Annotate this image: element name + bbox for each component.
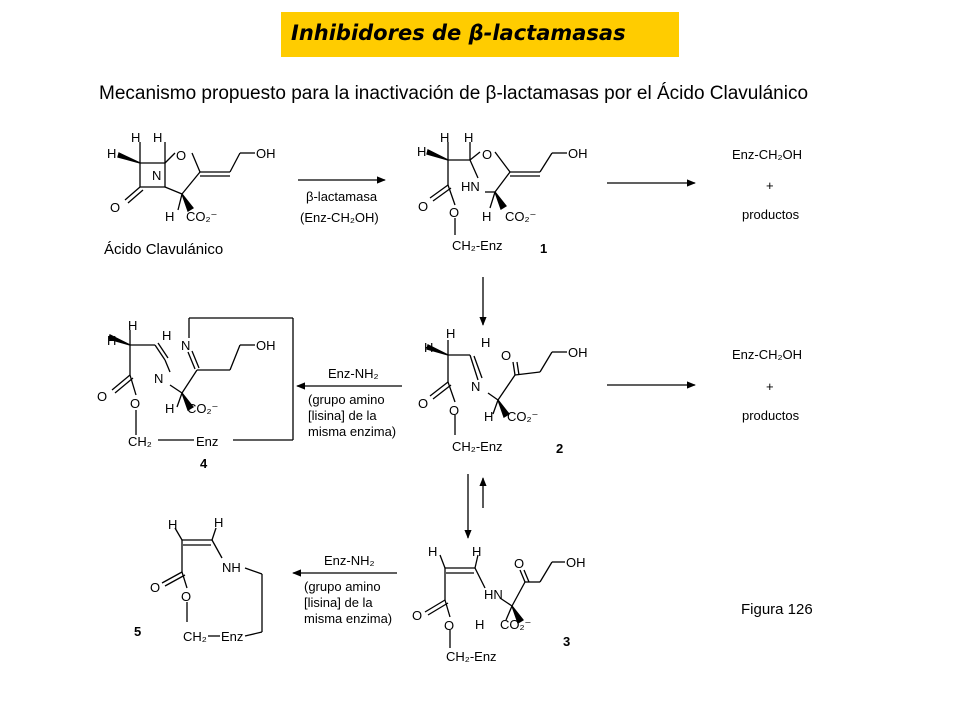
atom-hn: HN bbox=[461, 179, 480, 194]
compound-1-number: 1 bbox=[540, 241, 547, 256]
reagent-note-line3: misma enzima) bbox=[308, 424, 396, 439]
compound-2-number: 2 bbox=[556, 441, 563, 456]
ch2-enz-label: CH₂-Enz bbox=[446, 649, 497, 664]
ch2-enz-label: CH₂-Enz bbox=[452, 238, 503, 253]
atom-h: H bbox=[475, 617, 484, 632]
atom-h: H bbox=[482, 209, 491, 224]
atom-o: O bbox=[449, 403, 459, 418]
atom-o: O bbox=[449, 205, 459, 220]
atom-o: O bbox=[514, 556, 524, 571]
atom-h: H bbox=[428, 544, 437, 559]
carboxylate-label: CO₂⁻ bbox=[505, 209, 536, 224]
carboxylate-label: CO₂⁻ bbox=[500, 617, 531, 632]
ch2-enz-label: CH₂-Enz bbox=[452, 439, 503, 454]
reagent-enz-ch2oh: (Enz-CH₂OH) bbox=[300, 210, 379, 225]
atom-h: H bbox=[165, 209, 174, 224]
atom-nh: NH bbox=[222, 560, 241, 575]
atom-hn: HN bbox=[484, 587, 503, 602]
atom-h: H bbox=[162, 328, 171, 343]
compound-2-structure bbox=[426, 340, 567, 435]
atom-oh: OH bbox=[566, 555, 586, 570]
reagent-note-line1: (grupo amino bbox=[304, 579, 381, 594]
ch2-label: CH₂ bbox=[183, 629, 207, 644]
reagent-note-line2: [lisina] de la bbox=[308, 408, 377, 423]
atom-n: N bbox=[154, 371, 163, 386]
atom-h: H bbox=[440, 130, 449, 145]
atom-h: H bbox=[168, 517, 177, 532]
atom-oh: OH bbox=[256, 146, 276, 161]
atom-o: O bbox=[418, 199, 428, 214]
products-2-enz-ch2oh: Enz-CH₂OH bbox=[732, 347, 802, 362]
clavulanic-acid-name: Ácido Clavulánico bbox=[104, 241, 223, 258]
atom-h: H bbox=[131, 130, 140, 145]
reagent-note-line3: misma enzima) bbox=[304, 611, 392, 626]
atom-o: O bbox=[97, 389, 107, 404]
atom-h: H bbox=[128, 318, 137, 333]
atom-h: H bbox=[481, 335, 490, 350]
compound-4-number: 4 bbox=[200, 456, 208, 471]
atom-oh: OH bbox=[256, 338, 276, 353]
atom-h: H bbox=[153, 130, 162, 145]
slide-title-banner: Inhibidores de β-lactamasas bbox=[281, 12, 679, 57]
ch2-label: CH₂ bbox=[128, 434, 152, 449]
compound-4-structure bbox=[108, 317, 294, 441]
atom-o: O bbox=[482, 147, 492, 162]
products-1-enz-ch2oh: Enz-CH₂OH bbox=[732, 147, 802, 162]
figure-label: Figura 126 bbox=[741, 601, 813, 618]
atom-h: H bbox=[165, 401, 174, 416]
atom-o: O bbox=[130, 396, 140, 411]
atom-h: H bbox=[464, 130, 473, 145]
products-1-plus: + bbox=[766, 178, 774, 193]
products-1-label: productos bbox=[742, 207, 800, 222]
atom-h: H bbox=[472, 544, 481, 559]
atom-n: N bbox=[152, 168, 161, 183]
atom-o: O bbox=[501, 348, 511, 363]
atom-oh: OH bbox=[568, 146, 588, 161]
carboxylate-label: CO₂⁻ bbox=[507, 409, 538, 424]
atom-h: H bbox=[424, 340, 433, 355]
atom-h: H bbox=[107, 333, 116, 348]
compound-5-number: 5 bbox=[134, 624, 141, 639]
atom-o: O bbox=[150, 580, 160, 595]
compound-5-structure bbox=[161, 527, 263, 637]
reagent-enz-nh2: Enz-NH₂ bbox=[328, 366, 379, 381]
atom-h: H bbox=[446, 326, 455, 341]
atom-o: O bbox=[176, 148, 186, 163]
carboxylate-label: CO₂⁻ bbox=[186, 209, 217, 224]
reagent-enz-nh2: Enz-NH₂ bbox=[324, 553, 375, 568]
clavulanic-acid-structure bbox=[117, 142, 255, 212]
products-2-plus: + bbox=[766, 379, 774, 394]
atom-h: H bbox=[417, 144, 426, 159]
reagent-beta-lactamase: β-lactamasa bbox=[306, 189, 378, 204]
enz-label: Enz bbox=[196, 434, 218, 449]
enz-label: Enz bbox=[221, 629, 243, 644]
atom-o: O bbox=[444, 618, 454, 633]
compound-1-structure bbox=[426, 142, 567, 235]
atom-n: N bbox=[471, 379, 480, 394]
atom-h: H bbox=[484, 409, 493, 424]
reagent-note-line1: (grupo amino bbox=[308, 392, 385, 407]
atom-o: O bbox=[181, 589, 191, 604]
products-2-label: productos bbox=[742, 408, 800, 423]
atom-h: H bbox=[107, 146, 116, 161]
atom-o: O bbox=[110, 200, 120, 215]
atom-h: H bbox=[214, 515, 223, 530]
carboxylate-label: CO₂⁻ bbox=[187, 401, 218, 416]
atom-oh: OH bbox=[568, 345, 588, 360]
mechanism-heading: Mecanismo propuesto para la inactivación… bbox=[99, 83, 809, 104]
atom-o: O bbox=[418, 396, 428, 411]
atom-n: N bbox=[181, 338, 190, 353]
atom-o: O bbox=[412, 608, 422, 623]
compound-3-number: 3 bbox=[563, 634, 570, 649]
compound-3-structure bbox=[424, 554, 565, 648]
reagent-note-line2: [lisina] de la bbox=[304, 595, 373, 610]
slide-title: Inhibidores de β-lactamasas bbox=[291, 21, 626, 45]
